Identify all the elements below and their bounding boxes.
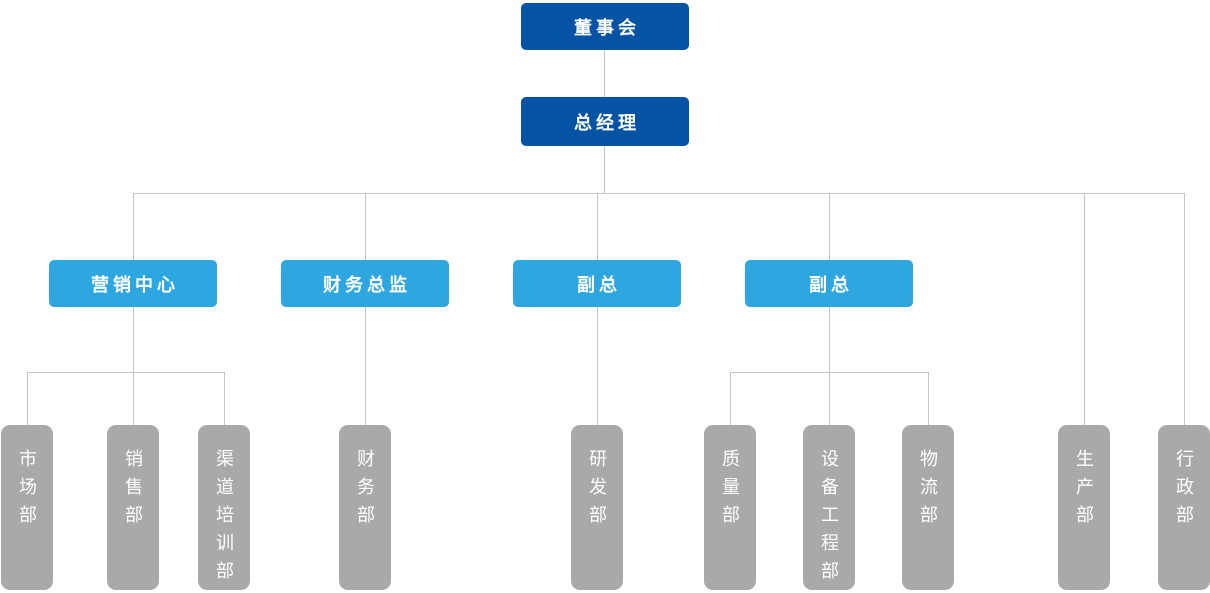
connector-drop-marketing xyxy=(133,193,134,260)
node-logistics-dept[interactable]: 物流部 xyxy=(902,425,954,590)
node-deputy-gm-1[interactable]: 副总 xyxy=(513,260,681,307)
node-quality-dept-label: 质量部 xyxy=(720,449,740,533)
node-equipment-engineering-dept[interactable]: 设备工程部 xyxy=(803,425,855,590)
node-finance-director-label: 财务总监 xyxy=(323,274,411,295)
node-board-of-directors-label: 董事会 xyxy=(574,17,640,38)
connector-gm-trunk xyxy=(604,146,605,193)
node-channel-training-dept-label: 渠道培训部 xyxy=(214,449,234,589)
node-finance-dept-label: 财务部 xyxy=(355,449,375,533)
node-channel-training-dept[interactable]: 渠道培训部 xyxy=(198,425,250,590)
connector-drop-sales xyxy=(133,372,134,425)
node-quality-dept[interactable]: 质量部 xyxy=(704,425,756,590)
connector-drop-market xyxy=(27,372,28,425)
connector-deputy1-rnd xyxy=(597,307,598,425)
connector-deputy2-trunk xyxy=(829,307,830,372)
node-admin-dept-label: 行政部 xyxy=(1174,449,1194,533)
node-general-manager-label: 总经理 xyxy=(574,112,640,133)
connector-drop-quality xyxy=(730,372,731,425)
node-production-dept[interactable]: 生产部 xyxy=(1058,425,1110,590)
node-equipment-engineering-dept-label: 设备工程部 xyxy=(819,449,839,589)
node-market-dept-label: 市场部 xyxy=(17,449,37,533)
node-production-dept-label: 生产部 xyxy=(1074,449,1094,533)
connector-cfo-finance xyxy=(365,307,366,425)
connector-board-gm xyxy=(604,50,605,97)
node-deputy-gm-2-label: 副总 xyxy=(809,274,853,295)
node-marketing-center-label: 营销中心 xyxy=(91,274,179,295)
node-deputy-gm-2[interactable]: 副总 xyxy=(745,260,913,307)
node-rnd-dept[interactable]: 研发部 xyxy=(571,425,623,590)
node-deputy-gm-1-label: 副总 xyxy=(577,274,621,295)
connector-drop-channel xyxy=(224,372,225,425)
node-sales-dept-label: 销售部 xyxy=(123,449,143,533)
connector-drop-logistics xyxy=(928,372,929,425)
node-finance-director[interactable]: 财务总监 xyxy=(281,260,449,307)
connector-drop-production xyxy=(1084,193,1085,425)
node-market-dept[interactable]: 市场部 xyxy=(1,425,53,590)
node-logistics-dept-label: 物流部 xyxy=(918,449,938,533)
connector-drop-cfo xyxy=(365,193,366,260)
connector-drop-equipment xyxy=(829,372,830,425)
node-admin-dept[interactable]: 行政部 xyxy=(1158,425,1210,590)
node-marketing-center[interactable]: 营销中心 xyxy=(49,260,217,307)
connector-drop-deputy2 xyxy=(829,193,830,260)
connector-drop-deputy1 xyxy=(597,193,598,260)
connector-marketing-trunk xyxy=(133,307,134,372)
node-sales-dept[interactable]: 销售部 xyxy=(107,425,159,590)
connector-marketing-rail xyxy=(27,372,225,373)
node-rnd-dept-label: 研发部 xyxy=(587,449,607,533)
connector-drop-admin xyxy=(1184,193,1185,425)
connector-main-rail xyxy=(133,193,1185,194)
node-general-manager[interactable]: 总经理 xyxy=(521,97,689,146)
node-board-of-directors[interactable]: 董事会 xyxy=(521,3,689,50)
node-finance-dept[interactable]: 财务部 xyxy=(339,425,391,590)
